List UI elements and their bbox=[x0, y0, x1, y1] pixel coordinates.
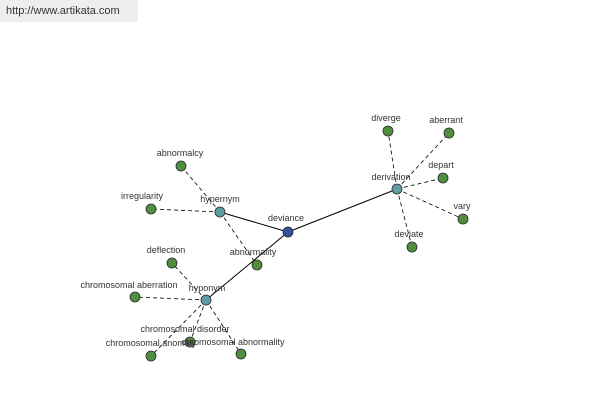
label-diverge[interactable]: diverge bbox=[371, 113, 401, 123]
label-depart[interactable]: depart bbox=[428, 160, 454, 170]
label-chromosomal-abnormality[interactable]: chromosomal abnormality bbox=[181, 337, 285, 347]
node-abnormality[interactable] bbox=[251, 259, 263, 271]
edge-hyponym-chromosomal-anomaly bbox=[150, 299, 207, 357]
edge-hyponym-deflection bbox=[171, 262, 207, 301]
node-hypernym[interactable] bbox=[214, 206, 226, 218]
edges bbox=[134, 130, 464, 357]
node-abnormalcy[interactable] bbox=[175, 160, 187, 172]
label-aberrant[interactable]: aberrant bbox=[429, 115, 463, 125]
node-depart[interactable] bbox=[437, 172, 449, 184]
label-chromosomal-aberration[interactable]: chromosomal aberration bbox=[80, 280, 177, 290]
label-abnormalcy[interactable]: abnormalcy bbox=[157, 148, 204, 158]
node-derivation[interactable] bbox=[391, 183, 403, 195]
node-chromosomal-aberration[interactable] bbox=[129, 291, 141, 303]
node-chromosomal-anomaly[interactable] bbox=[145, 350, 157, 362]
label-irregularity[interactable]: irregularity bbox=[121, 191, 164, 201]
node-vary[interactable] bbox=[457, 213, 469, 225]
label-hypernym[interactable]: hypernym bbox=[200, 194, 240, 204]
labels: abnormalcy irregularity abnormality diverge… bbox=[80, 113, 471, 348]
label-derivation[interactable]: derivation bbox=[371, 172, 410, 182]
label-deviance[interactable]: deviance bbox=[268, 213, 304, 223]
node-chromosomal-abnormality[interactable] bbox=[235, 348, 247, 360]
edge-hyponym-chromosomal-aberration bbox=[134, 296, 207, 301]
edge-derivation-depart bbox=[396, 177, 444, 190]
node-deflection[interactable] bbox=[166, 257, 178, 269]
edge-derivation-aberrant bbox=[396, 132, 450, 190]
edge-deviance-derivation bbox=[287, 188, 398, 233]
url-link[interactable]: http://www.artikata.com bbox=[0, 0, 138, 22]
label-chromosomal-disorder[interactable]: chromosomal disorder bbox=[140, 324, 229, 334]
edge-hypernym-abnormalcy bbox=[180, 165, 221, 213]
label-chromosomal-anomaly[interactable]: chromosomal anomaly bbox=[106, 338, 197, 348]
nodes bbox=[129, 125, 469, 362]
node-hyponym[interactable] bbox=[200, 294, 212, 306]
node-deviate[interactable] bbox=[406, 241, 418, 253]
node-irregularity[interactable] bbox=[145, 203, 157, 215]
node-chromosomal-disorder[interactable] bbox=[184, 336, 196, 348]
node-deviance[interactable] bbox=[282, 226, 294, 238]
node-diverge[interactable] bbox=[382, 125, 394, 137]
edge-deviance-hyponym bbox=[205, 231, 289, 301]
label-vary[interactable]: vary bbox=[453, 201, 471, 211]
node-aberrant[interactable] bbox=[443, 127, 455, 139]
label-hyponym[interactable]: hyponym bbox=[189, 283, 226, 293]
edge-hyponym-chromosomal-abnormality bbox=[205, 299, 242, 355]
edge-derivation-vary bbox=[396, 188, 464, 220]
label-abnormality[interactable]: abnormality bbox=[230, 247, 277, 257]
edge-deviance-hypernym bbox=[219, 211, 289, 233]
edge-hyponym-chromosomal-disorder bbox=[189, 299, 207, 343]
label-deflection[interactable]: deflection bbox=[147, 245, 186, 255]
edge-derivation-diverge bbox=[387, 130, 398, 190]
edge-hypernym-abnormality bbox=[219, 211, 258, 266]
edge-hypernym-irregularity bbox=[150, 208, 221, 213]
edge-derivation-deviate bbox=[396, 188, 413, 248]
label-deviate[interactable]: deviate bbox=[394, 229, 423, 239]
